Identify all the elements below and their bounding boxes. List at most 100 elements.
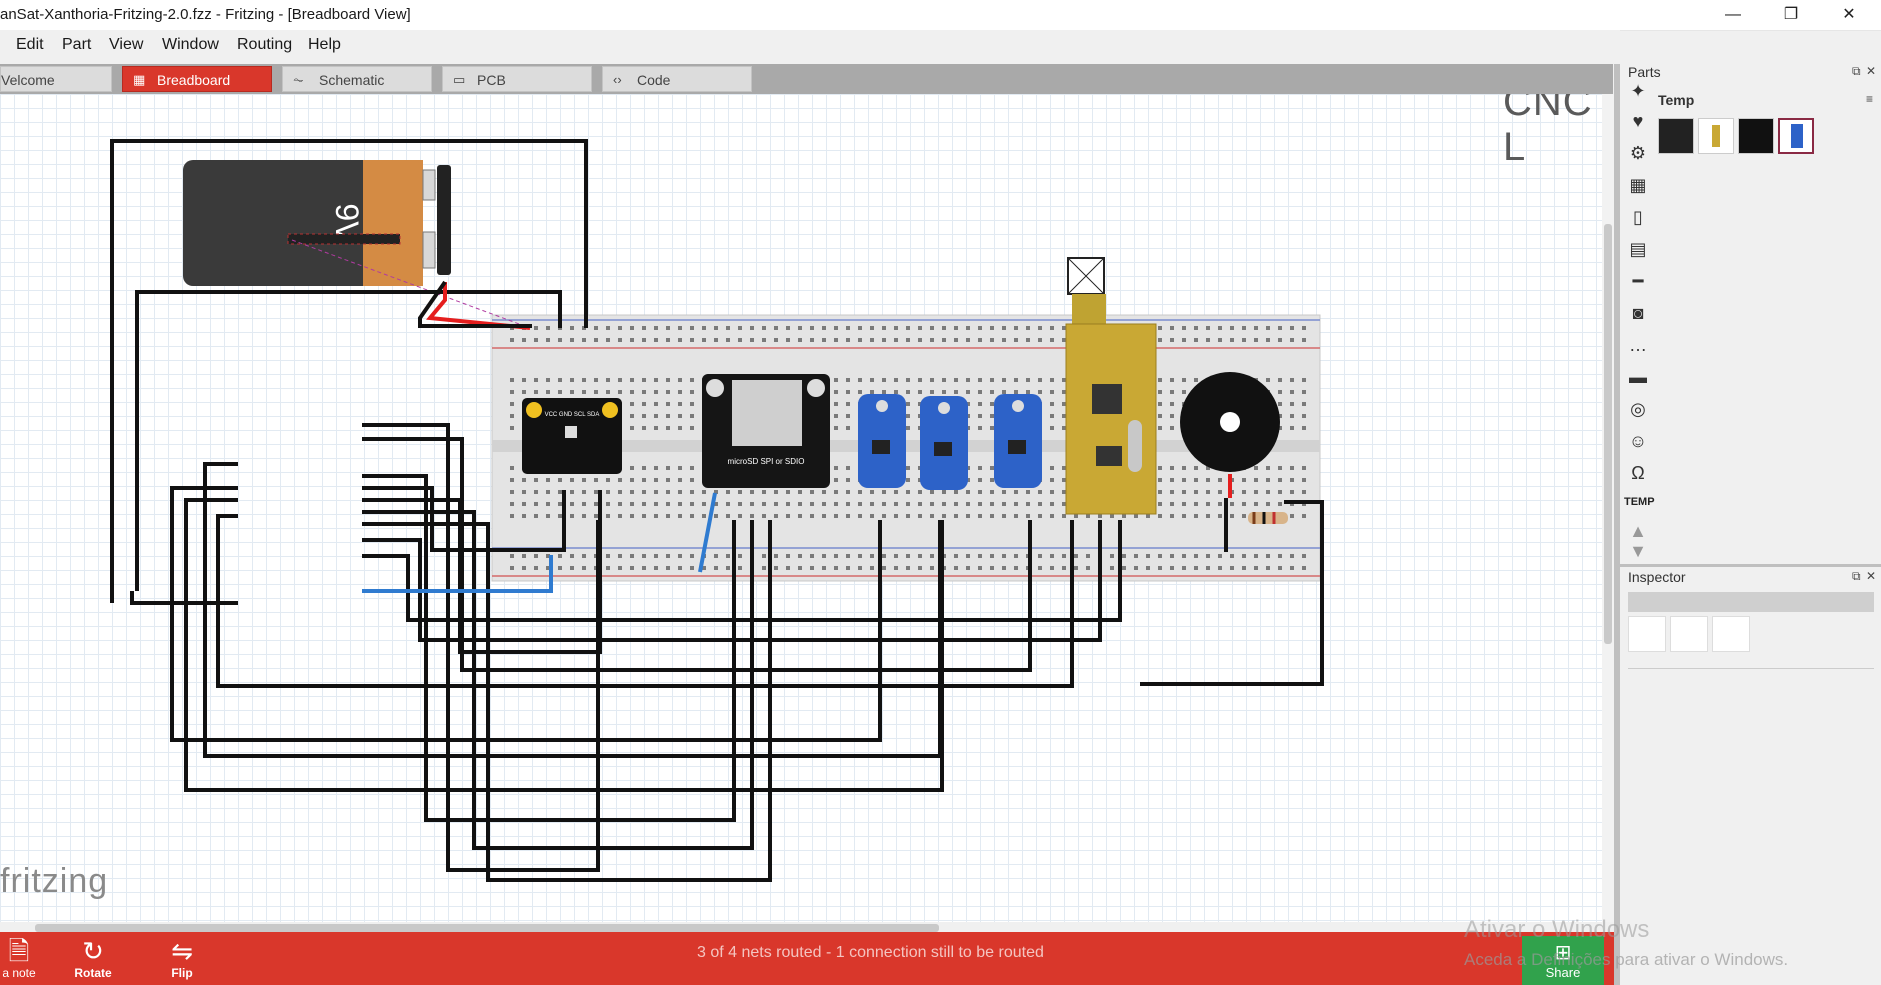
microsd-module[interactable]: microSD SPI or SDIO [702, 374, 830, 488]
resistor[interactable] [1248, 512, 1288, 524]
mine-bin-icon[interactable]: ♥ [1632, 111, 1644, 131]
temp-bin-label[interactable]: TEMP [1624, 496, 1655, 508]
chip-bin-icon[interactable]: ▦ [1629, 175, 1647, 195]
svg-text:VCC GND SCL SDA: VCC GND SCL SDA [545, 412, 600, 418]
bin-title: Temp [1658, 92, 1695, 108]
buzzer[interactable] [1180, 372, 1280, 498]
uv-sensor-2[interactable] [920, 396, 968, 490]
inspector-divider[interactable] [1620, 564, 1881, 567]
menu-window[interactable]: Window [162, 36, 219, 53]
breadboard-canvas[interactable]: CNC L 9V [0, 94, 1602, 922]
tab-welcome[interactable]: Velcome [0, 66, 112, 92]
part-thumb-sd[interactable] [1658, 118, 1694, 154]
restore-button[interactable]: ❐ [1783, 6, 1799, 23]
connector-bin-icon[interactable]: ▯ [1633, 207, 1643, 227]
share-button[interactable]: ⊞ Share [1522, 936, 1604, 985]
inspector-float-icon[interactable]: ⧉ [1852, 569, 1861, 583]
canvas-corner-text: CNC L [1503, 94, 1593, 169]
breadboard-icon: ▦ [133, 72, 146, 87]
tab-breadboard[interactable]: ▦ Breadboard [122, 66, 272, 92]
parts-panel-title: Parts [1628, 64, 1661, 80]
parts-close-icon[interactable]: ✕ [1866, 64, 1877, 78]
activation-watermark-title: Ativar o Windows [1464, 916, 1650, 943]
tab-code-label: Code [637, 72, 671, 88]
tab-pcb-label: PCB [477, 72, 506, 88]
activation-watermark-text: Aceda a Definições para ativar o Windows… [1464, 950, 1789, 969]
more-bin-icon[interactable]: … [1629, 335, 1647, 355]
inspector-close-icon[interactable]: ✕ [1866, 569, 1877, 583]
inspector-view-3 [1712, 616, 1750, 652]
vertical-scroll-thumb[interactable] [1604, 224, 1612, 644]
view-tab-bar: Velcome ▦ Breadboard ⏦ Schematic ▭ PCB ‹… [0, 64, 1613, 94]
menu-help[interactable]: Help [308, 36, 341, 53]
tab-welcome-label: Velcome [1, 72, 55, 88]
right-dock: Parts ⧉ ✕ ✦ ♥ ⚙ ▦ ▯ ▤ ━ ◙ … ▬ ◎ ☺ Ω TEMP… [1620, 64, 1881, 985]
share-icon: ⊞ [1554, 942, 1572, 964]
menu-part[interactable]: Part [62, 36, 92, 53]
routing-status[interactable]: 3 of 4 nets routed - 1 connection still … [697, 944, 1044, 961]
gear-bin-icon[interactable]: ⚙ [1629, 143, 1647, 163]
inspector-title-field [1628, 592, 1874, 612]
flip-button[interactable]: ⇋ Flip [147, 936, 217, 980]
inspector-title: Inspector [1628, 569, 1686, 585]
add-note-button[interactable]: 🗎 a note [0, 936, 54, 980]
menu-routing[interactable]: Routing [237, 36, 293, 53]
flip-label: Flip [171, 966, 193, 980]
code-icon: ‹› [613, 72, 622, 87]
inspector-view-1 [1628, 616, 1666, 652]
wires[interactable] [110, 139, 1324, 882]
scroll-up-icon[interactable]: ▲ [1629, 521, 1647, 541]
add-note-label: a note [2, 966, 36, 980]
menu-edit[interactable]: Edit [16, 36, 44, 53]
battery-leads[interactable] [418, 280, 532, 330]
rotate-icon: ↻ [82, 936, 104, 966]
flip-icon: ⇋ [171, 936, 193, 966]
uv-sensor-3[interactable] [994, 394, 1042, 488]
fritzing-logo: fritzing [0, 862, 109, 900]
close-button[interactable]: ✕ [1842, 6, 1856, 23]
horizontal-scroll-thumb[interactable] [35, 924, 939, 932]
part-thumb-yellow[interactable] [1698, 118, 1734, 154]
inspector-separator [1628, 668, 1874, 669]
battery-9v[interactable]: 9V [183, 160, 531, 329]
circuit-drawing[interactable]: 9V VCC GND SCL SDA microSD SPI or SDIO [0, 94, 1602, 922]
robot-bin-icon[interactable]: ☺ [1628, 431, 1648, 451]
tab-pcb[interactable]: ▭ PCB [442, 66, 592, 92]
board-bin-icon[interactable]: ▬ [1629, 367, 1647, 387]
part-thumb-black[interactable] [1738, 118, 1774, 154]
bottom-toolbar: 🗎 a note ↻ Rotate ⇋ Flip 3 of 4 nets rou… [0, 932, 1614, 985]
uv-sensor-1[interactable] [858, 394, 906, 488]
symbol-bin-icon[interactable]: Ω [1631, 463, 1645, 483]
tab-schematic[interactable]: ⏦ Schematic [282, 66, 432, 92]
menu-view[interactable]: View [109, 36, 144, 53]
tab-schematic-label: Schematic [319, 72, 385, 88]
panel-splitter[interactable] [1614, 64, 1620, 985]
resistor-bin-icon[interactable]: ━ [1632, 271, 1644, 291]
rotate-label: Rotate [74, 966, 112, 980]
core-bin-icon[interactable]: ✦ [1630, 81, 1646, 101]
tab-breadboard-label: Breadboard [157, 72, 231, 88]
blue-wires[interactable] [362, 492, 717, 593]
window-title: anSat-Xanthoria-Fritzing-2.0.fzz - Fritz… [0, 6, 411, 23]
transceiver-module[interactable] [1065, 257, 1157, 515]
note-icon: 🗎 [8, 936, 30, 966]
bin-menu-icon[interactable]: ≡ [1866, 92, 1874, 106]
inspector-view-2 [1670, 616, 1708, 652]
bmp-sensor-module[interactable]: VCC GND SCL SDA [522, 398, 622, 474]
canvas-vertical-scrollbar[interactable] [1602, 94, 1614, 922]
svg-text:microSD SPI or SDIO: microSD SPI or SDIO [728, 457, 805, 466]
scroll-down-icon[interactable]: ▼ [1629, 541, 1647, 561]
ic-bin-icon[interactable]: ▤ [1629, 239, 1647, 259]
parts-bin-strip: ✦ ♥ ⚙ ▦ ▯ ▤ ━ ◙ … ▬ ◎ ☺ Ω TEMP ▲ ▼ [1622, 80, 1655, 620]
minimize-button[interactable]: — [1725, 6, 1741, 23]
parts-float-icon[interactable]: ⧉ [1852, 64, 1861, 78]
antenna-bin-icon[interactable]: ◎ [1630, 399, 1646, 419]
schematic-icon: ⏦ [293, 72, 304, 87]
sensor-bin-icon[interactable]: ◙ [1632, 303, 1644, 323]
title-bar: anSat-Xanthoria-Fritzing-2.0.fzz - Fritz… [0, 0, 1881, 31]
menu-bar: Edit Part View Window Routing Help [0, 30, 1620, 64]
part-thumb-blue[interactable] [1778, 118, 1814, 154]
rotate-button[interactable]: ↻ Rotate [58, 936, 128, 980]
share-label: Share [1545, 965, 1581, 980]
tab-code[interactable]: ‹› Code [602, 66, 752, 92]
